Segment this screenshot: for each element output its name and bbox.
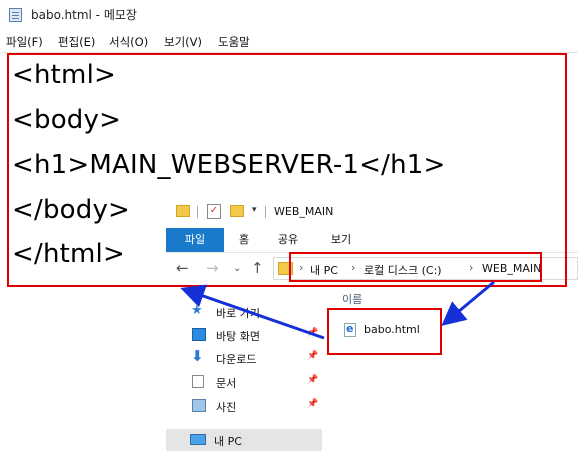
new-folder-icon[interactable] (230, 205, 244, 217)
navigation-pane: ★ 바로 가기 바탕 화면 📌 ⬇ 다운로드 📌 문서 📌 사진 📌 내 PC (166, 285, 322, 463)
menu-help[interactable]: 도움말 (218, 35, 250, 49)
chevron-right-icon[interactable]: › (469, 261, 474, 274)
chevron-right-icon[interactable]: › (351, 261, 356, 274)
code-line: <html> (12, 60, 116, 90)
file-list: 이름 babo.html (332, 285, 578, 463)
star-icon: ★ (191, 303, 203, 318)
nav-item-label: 사진 (216, 401, 237, 414)
menu-view[interactable]: 보기(V) (164, 35, 202, 49)
nav-item-documents[interactable]: 문서 📌 (166, 371, 322, 393)
notepad-title-bar: babo.html - 메모장 (0, 0, 578, 30)
download-icon: ⬇ (191, 347, 204, 365)
window-title: babo.html - 메모장 (31, 8, 137, 22)
menu-format[interactable]: 서식(O) (109, 35, 149, 49)
column-header-name[interactable]: 이름 (342, 293, 363, 306)
nav-item-downloads[interactable]: ⬇ 다운로드 📌 (166, 347, 322, 369)
tab-share[interactable]: 공유 (277, 233, 299, 246)
properties-icon[interactable]: ✓ (207, 204, 221, 219)
pin-icon[interactable]: 📌 (307, 328, 319, 338)
nav-item-pictures[interactable]: 사진 📌 (166, 395, 322, 417)
pin-icon[interactable]: 📌 (307, 375, 319, 385)
file-item-babo-html[interactable]: babo.html (344, 319, 464, 341)
address-bar[interactable]: › 내 PC › 로컬 디스크 (C:) › WEB_MAIN (273, 257, 578, 280)
tab-home[interactable]: 홈 (238, 233, 250, 246)
up-arrow-icon[interactable]: ↑ (251, 259, 264, 277)
divider (265, 206, 266, 218)
menu-edit[interactable]: 편집(E) (58, 35, 96, 49)
nav-item-label: 바로 가기 (216, 307, 260, 320)
breadcrumb-web-main[interactable]: WEB_MAIN (482, 262, 542, 275)
tab-file[interactable]: 파일 (166, 228, 224, 252)
folder-icon[interactable] (176, 205, 190, 217)
pin-icon[interactable]: 📌 (307, 399, 319, 409)
ribbon-tabs: 파일 홈 공유 보기 (166, 228, 578, 253)
chevron-down-icon[interactable]: ▾ (252, 205, 257, 215)
quick-access-toolbar: ✓ ▾ WEB_MAIN (166, 196, 578, 228)
nav-item-this-pc[interactable]: 내 PC (166, 429, 322, 451)
menu-file[interactable]: 파일(F) (6, 35, 43, 49)
document-icon (192, 375, 204, 388)
navigation-bar: ← → ⌄ ↑ › 내 PC › 로컬 디스크 (C:) › WEB_MAIN (166, 253, 578, 285)
menu-divider (0, 52, 578, 53)
html-file-icon (344, 322, 356, 337)
back-arrow-icon[interactable]: ← (176, 259, 189, 277)
folder-icon (278, 262, 293, 275)
desktop-icon (192, 328, 206, 341)
menu-bar: 파일(F) 편집(E) 서식(O) 보기(V) 도움말 (0, 30, 578, 52)
code-line: <body> (12, 105, 122, 135)
tab-view[interactable]: 보기 (330, 233, 352, 246)
nav-item-label: 내 PC (214, 435, 242, 448)
code-line: <h1>MAIN_WEBSERVER-1</h1> (12, 150, 446, 180)
nav-item-label: 바탕 화면 (216, 330, 260, 343)
nav-item-label: 다운로드 (216, 353, 257, 366)
breadcrumb-local-disk[interactable]: 로컬 디스크 (C:) (364, 264, 442, 277)
forward-arrow-icon[interactable]: → (206, 259, 219, 277)
nav-item-quick-access[interactable]: ★ 바로 가기 (166, 301, 322, 323)
text-editor[interactable]: <html> <body> <h1>MAIN_WEBSERVER-1</h1> … (9, 53, 574, 285)
chevron-down-icon[interactable]: ⌄ (233, 263, 242, 274)
nav-item-desktop[interactable]: 바탕 화면 📌 (166, 324, 322, 346)
breadcrumb-this-pc[interactable]: 내 PC (310, 264, 338, 277)
notepad-icon (9, 8, 22, 22)
computer-icon (190, 434, 206, 445)
pin-icon[interactable]: 📌 (307, 351, 319, 361)
explorer-title: WEB_MAIN (274, 205, 334, 218)
divider (197, 206, 198, 218)
nav-item-label: 문서 (216, 377, 237, 390)
chevron-right-icon[interactable]: › (299, 261, 304, 274)
file-name: babo.html (364, 323, 420, 336)
file-explorer-window: ✓ ▾ WEB_MAIN 파일 홈 공유 보기 ← → ⌄ ↑ › 내 PC ›… (166, 196, 578, 463)
code-line: </html> (12, 239, 125, 269)
code-line: </body> (12, 195, 131, 225)
pictures-icon (192, 399, 206, 412)
